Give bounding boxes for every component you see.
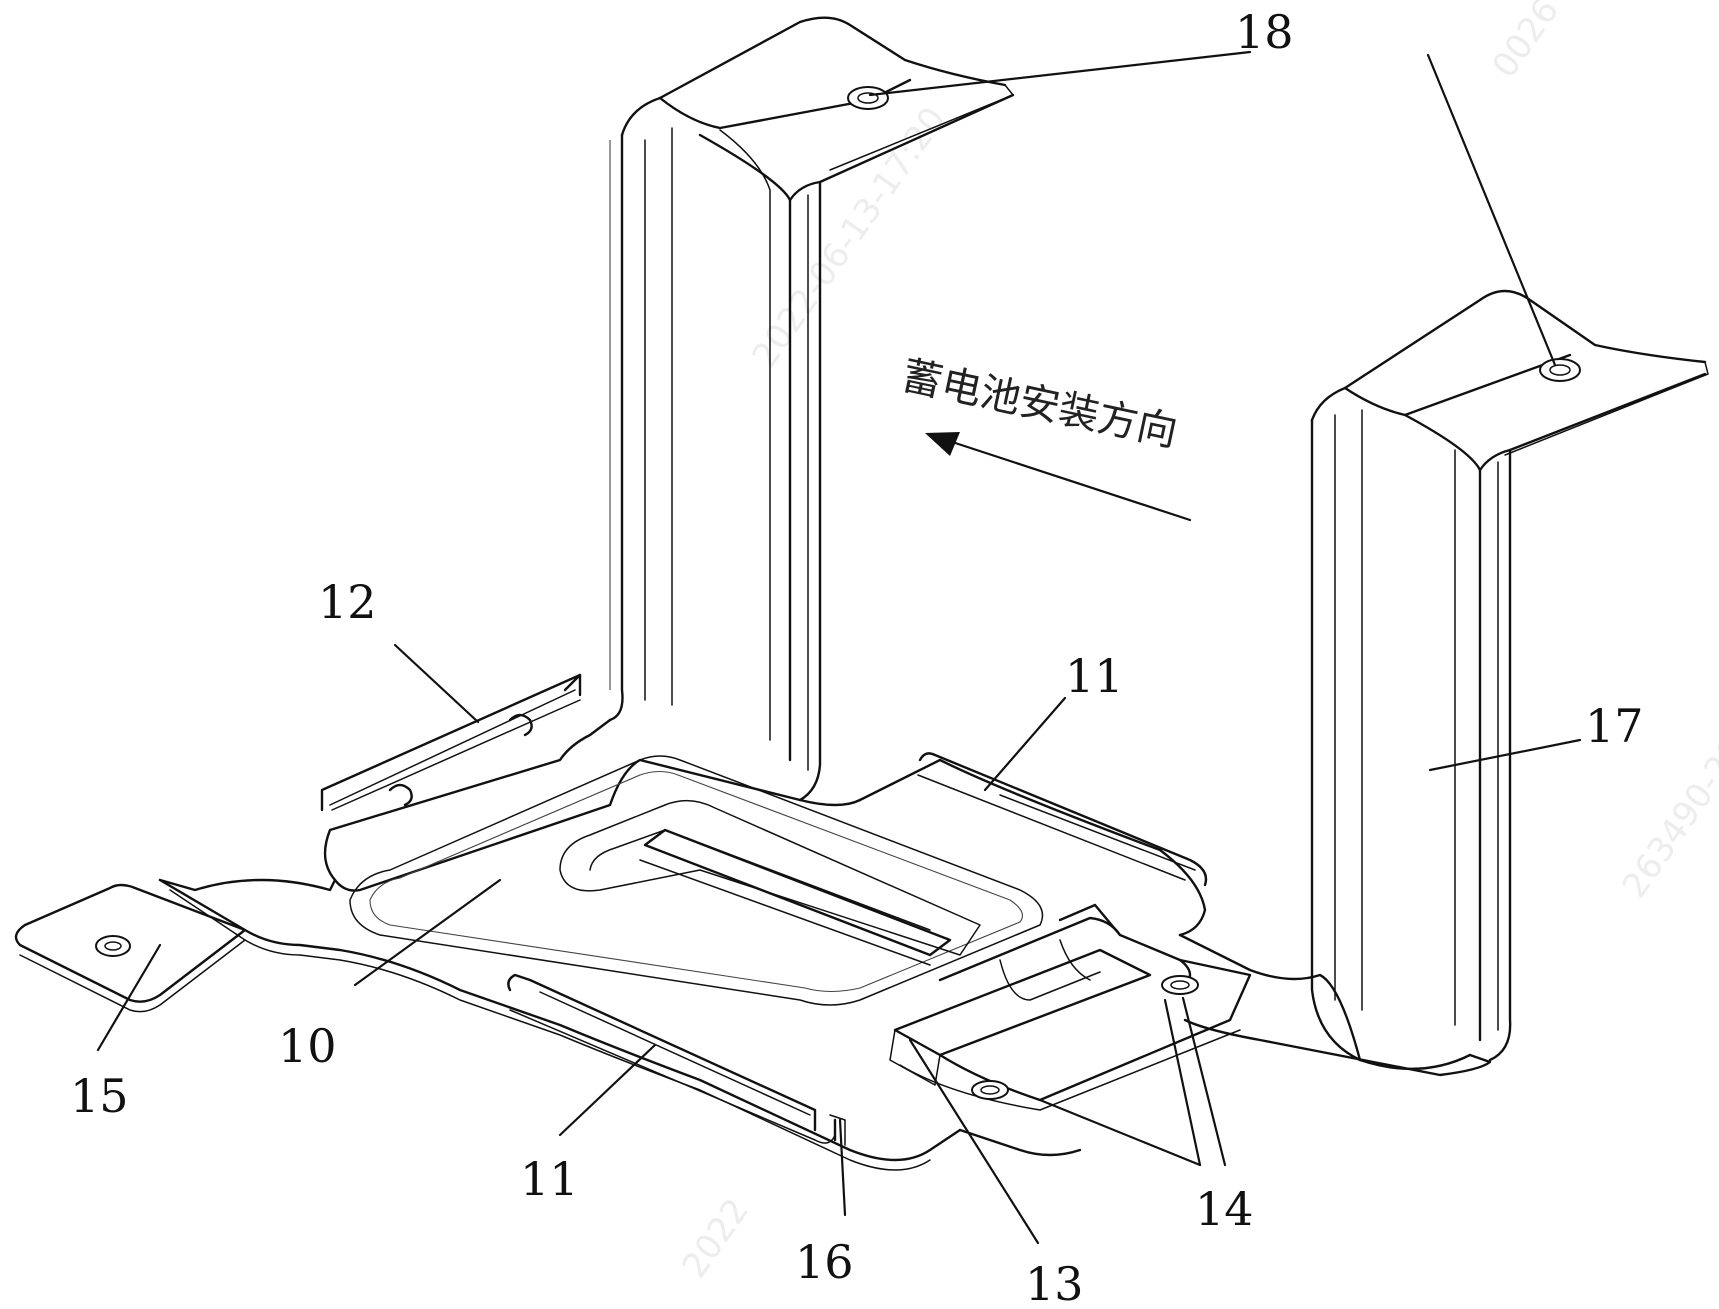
label-10: 10 [278, 1019, 337, 1073]
base-plate [160, 720, 1490, 1170]
mounting-hole-18b [1540, 359, 1580, 381]
rib-11-top [918, 753, 1206, 885]
label-18: 18 [1235, 5, 1294, 59]
label-11-bottom: 11 [520, 1152, 579, 1206]
label-17: 17 [1585, 699, 1644, 753]
mounting-hole-15 [96, 936, 130, 956]
label-15: 15 [70, 1069, 129, 1123]
watermark-layer: 2022-06-13-17:20 0026 263490-202 2022 [675, 0, 1719, 1285]
mounting-tab-15 [16, 885, 245, 1012]
rib-11-bottom [508, 975, 835, 1143]
mounting-hole-14a [1162, 976, 1198, 994]
label-16: 16 [795, 1235, 854, 1289]
label-13: 13 [1025, 1257, 1084, 1309]
label-14: 14 [1195, 1182, 1254, 1236]
mounting-hole-14b [972, 1081, 1008, 1099]
right-upright-wall [1312, 291, 1708, 1060]
label-11-top: 11 [1065, 649, 1124, 703]
label-12: 12 [318, 575, 377, 629]
clamp-block-13 [890, 905, 1250, 1110]
watermark-text: 2022-06-13-17:20 [745, 100, 954, 375]
watermark-text: 0026 [1485, 0, 1567, 85]
watermark-text: 2022 [675, 1191, 757, 1285]
flange-12 [322, 675, 580, 810]
mounting-hole-18a [848, 87, 888, 109]
